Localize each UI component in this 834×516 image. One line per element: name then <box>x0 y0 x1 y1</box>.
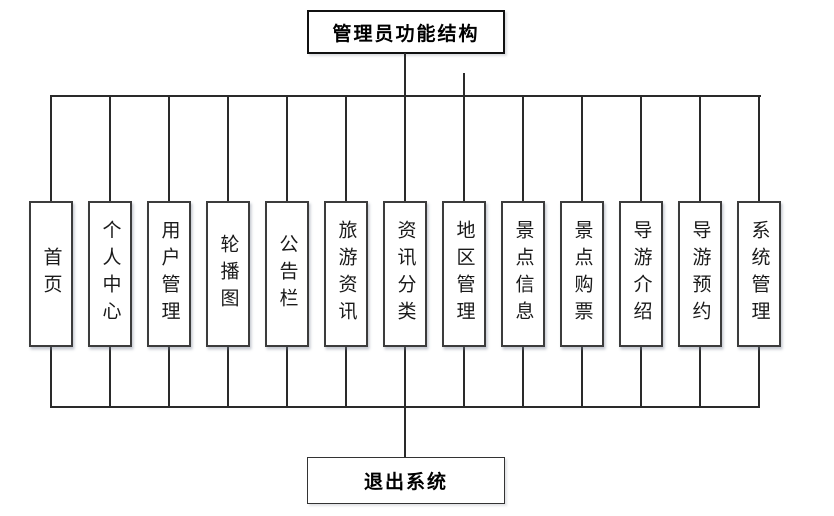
function-node-label: 轮播图 <box>217 233 240 315</box>
node-bottom-connector <box>286 347 288 408</box>
node-bottom-connector <box>50 347 52 408</box>
function-node-label: 旅游资讯 <box>335 220 358 328</box>
function-node: 轮播图 <box>206 201 250 347</box>
function-node: 旅游资讯 <box>324 201 368 347</box>
function-node: 景点购票 <box>560 201 604 347</box>
root-node: 管理员功能结构 <box>307 10 505 54</box>
root-stem-line <box>403 53 407 201</box>
function-node-label: 地区管理 <box>453 220 476 328</box>
exit-stem-line <box>404 406 406 457</box>
function-node: 首页 <box>29 201 73 347</box>
function-node-label: 导游预约 <box>689 220 712 328</box>
node-top-connector <box>109 95 111 201</box>
node-bottom-connector <box>463 347 465 408</box>
node-bottom-connector <box>640 347 642 408</box>
node-bottom-connector <box>581 347 583 408</box>
node-bottom-connector <box>227 347 229 408</box>
node-top-connector <box>581 95 583 201</box>
node-bottom-connector <box>345 347 347 408</box>
node-bottom-connector <box>522 347 524 408</box>
node-top-connector <box>227 95 229 201</box>
node-top-connector <box>758 95 760 201</box>
function-node-label: 导游介绍 <box>630 220 653 328</box>
function-node-label: 个人中心 <box>99 220 122 328</box>
node-bottom-connector <box>109 347 111 408</box>
node-bottom-connector <box>758 347 760 408</box>
function-node: 地区管理 <box>442 201 486 347</box>
function-node: 系统管理 <box>737 201 781 347</box>
node-top-connector <box>522 95 524 201</box>
function-node: 景点信息 <box>501 201 545 347</box>
node-top-connector <box>50 95 52 201</box>
function-node: 公告栏 <box>265 201 309 347</box>
node-bottom-connector <box>699 347 701 408</box>
function-node: 资讯分类 <box>383 201 427 347</box>
function-node: 个人中心 <box>88 201 132 347</box>
node-top-connector <box>699 95 701 201</box>
function-node-label: 景点购票 <box>571 220 594 328</box>
node-top-connector <box>286 95 288 201</box>
node-bottom-connector <box>404 347 406 408</box>
function-node-label: 公告栏 <box>276 233 299 315</box>
function-node: 用户管理 <box>147 201 191 347</box>
function-node-label: 首页 <box>40 247 63 301</box>
root-node-label: 管理员功能结构 <box>332 23 480 45</box>
exit-node-label: 退出系统 <box>363 472 448 493</box>
node-top-connector <box>345 95 347 201</box>
node-bottom-connector <box>168 347 170 408</box>
function-node-label: 景点信息 <box>512 220 535 328</box>
function-node-label: 用户管理 <box>158 220 181 328</box>
node-top-connector <box>168 95 170 201</box>
node-top-connector <box>640 95 642 201</box>
node-top-connector <box>463 73 465 201</box>
function-node: 导游预约 <box>678 201 722 347</box>
exit-node: 退出系统 <box>307 457 505 504</box>
function-node-label: 资讯分类 <box>394 220 417 328</box>
function-node: 导游介绍 <box>619 201 663 347</box>
function-node-label: 系统管理 <box>748 220 771 328</box>
